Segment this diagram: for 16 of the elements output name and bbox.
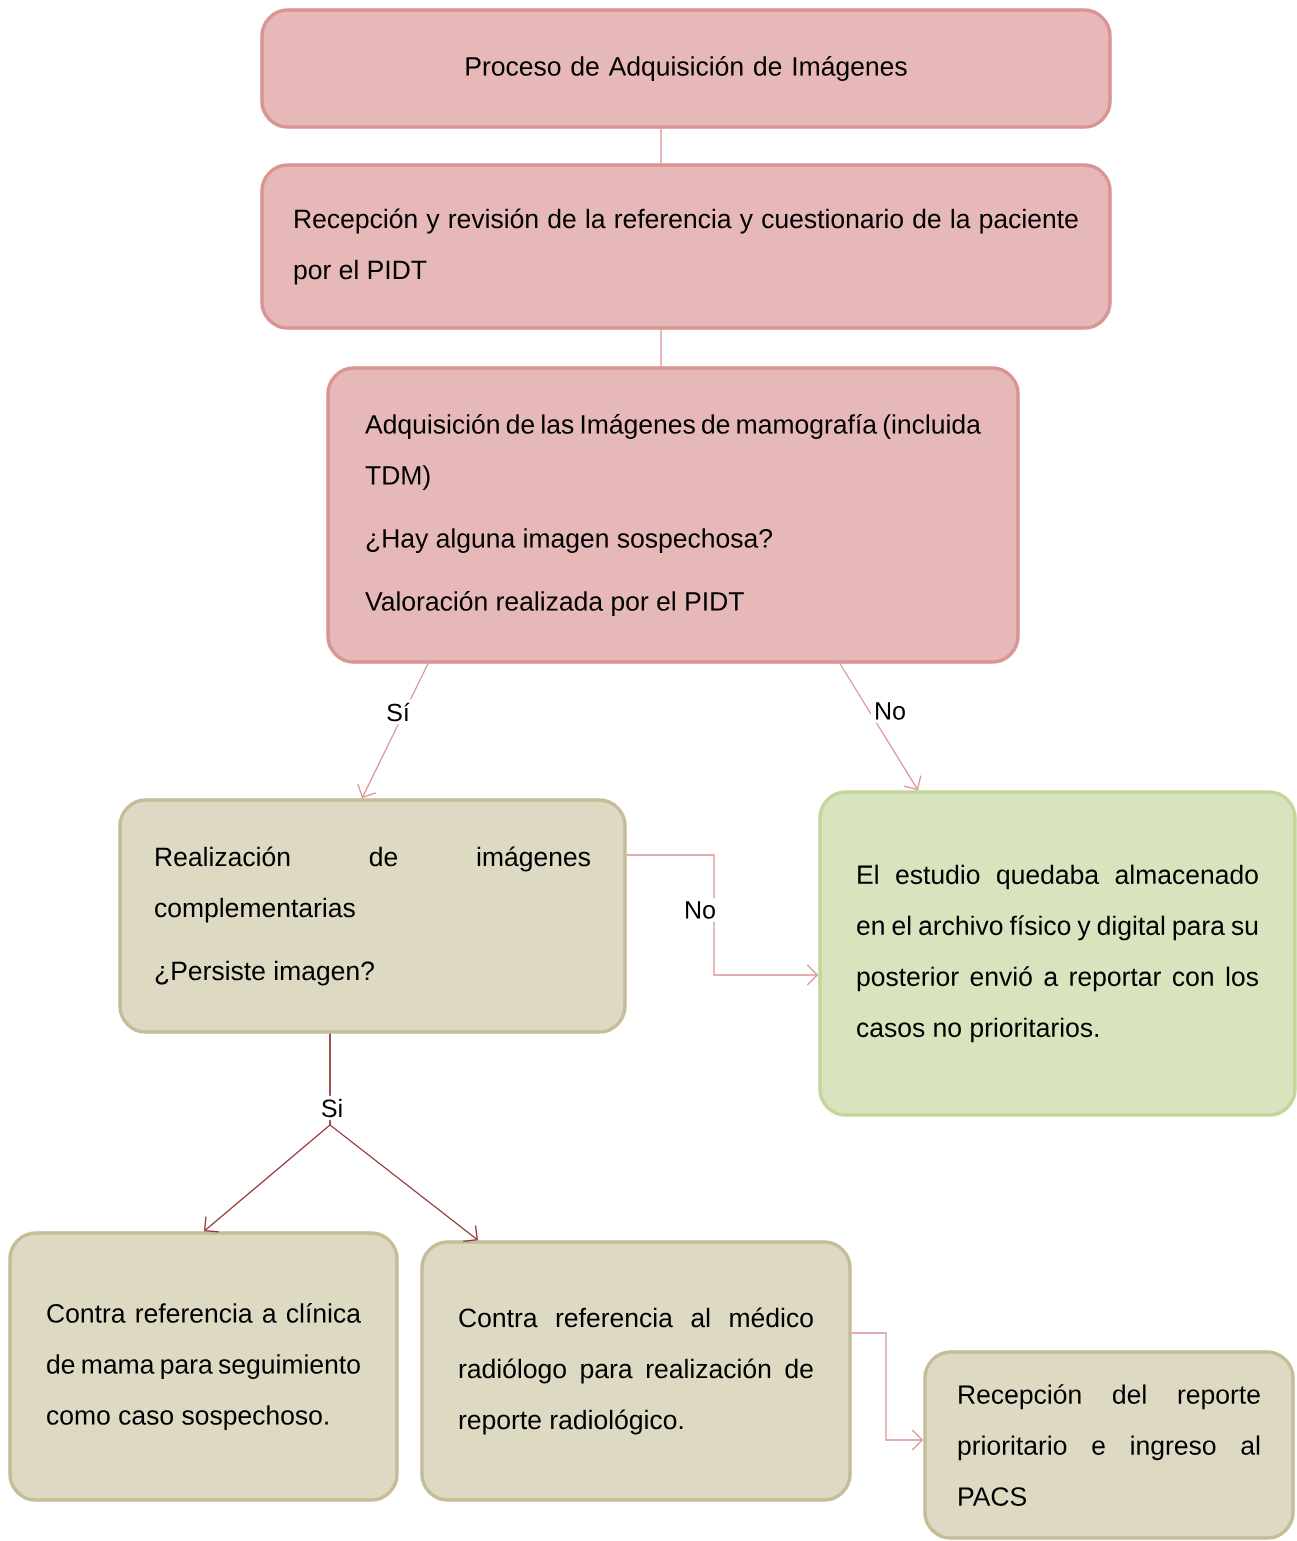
process-box: El estudio quedaba almacenado en el archivo físico y digital para su posterior envió a reportar con los casos no prioritarios. bbox=[818, 790, 1297, 1117]
arrow bbox=[329, 1033, 478, 1243]
edge-label: No bbox=[871, 699, 909, 723]
arrow bbox=[626, 854, 819, 986]
process-box: Adquisición de las Imágenes de mamografía (incluida TDM) ¿Hay alguna imagen sospechosa? Valoración realizada por el PIDT bbox=[326, 366, 1020, 664]
process-box: Recepción y revisión de la referencia y cuestionario de la paciente por el PIDT bbox=[260, 163, 1112, 330]
process-box: Recepción del reporte prioritario e ingreso al PACS bbox=[923, 1350, 1295, 1540]
edge-label: Sí bbox=[383, 699, 413, 725]
arrow bbox=[839, 663, 922, 791]
process-box: Realización de imágenes complementarias ¿Persiste imagen? bbox=[118, 798, 627, 1034]
edge-label: Si bbox=[317, 1095, 347, 1121]
process-box: Contra referencia a clínica de mama para seguimiento como caso sospechoso. bbox=[8, 1231, 399, 1502]
edge-label: No bbox=[681, 898, 719, 922]
process-box: Proceso de Adquisición de Imágenes bbox=[260, 8, 1112, 129]
arrow bbox=[851, 1332, 924, 1451]
process-box: Contra referencia al médico radiólogo para realización de reporte radiológico. bbox=[420, 1240, 852, 1502]
